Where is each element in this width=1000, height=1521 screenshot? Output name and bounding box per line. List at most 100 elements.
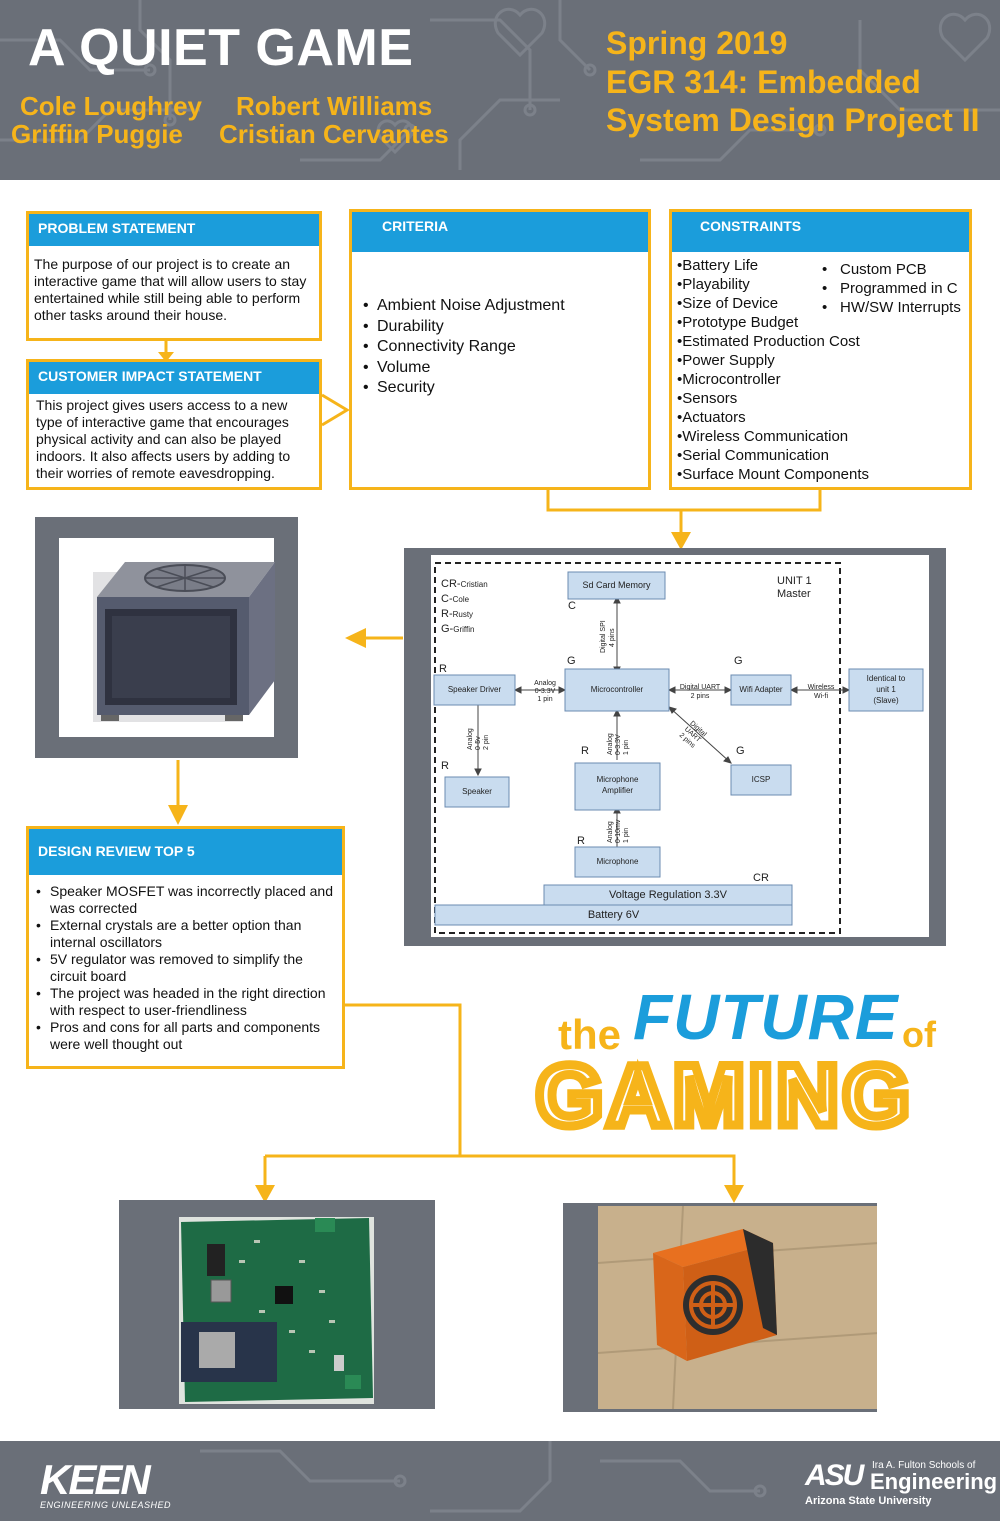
- problem-statement-heading: PROBLEM STATEMENT: [29, 214, 319, 246]
- owner-label: R: [581, 745, 589, 757]
- wifi-adapter-block: Wifi Adapter: [739, 685, 783, 694]
- pcb-photo: [179, 1217, 374, 1404]
- link-label: Analog 0-5v 2 pin: [467, 728, 490, 750]
- asu-engineering-line: Engineering: [870, 1469, 998, 1494]
- customer-impact-card: CUSTOMER IMPACT STATEMENT This project g…: [26, 359, 322, 490]
- pcb-photo-frame: [119, 1200, 435, 1409]
- owner-label: R: [577, 835, 585, 847]
- author-name: Cristian Cervantes: [219, 119, 449, 149]
- list-item: Speaker MOSFET was incorrectly placed an…: [36, 883, 346, 917]
- icsp-block: ICSP: [751, 775, 771, 784]
- list-item: •Estimated Production Cost: [677, 333, 860, 350]
- block-diagram-frame: CR-Cristian C-Cole R-Rusty G-Griffin UNI…: [404, 548, 946, 946]
- list-item: HW/SW Interrupts: [822, 298, 961, 317]
- asu-logo: ASU: [805, 1459, 864, 1492]
- gaming-word-outline: GAMING: [532, 1044, 915, 1149]
- speaker-block: Speaker: [462, 787, 492, 796]
- author-name: Cole Loughrey: [20, 91, 203, 121]
- keen-logo: KEEN: [40, 1456, 151, 1503]
- list-item: Volume: [363, 358, 565, 379]
- asu-university-line: Arizona State University: [805, 1495, 932, 1507]
- customer-impact-text: This project gives users access to a new…: [36, 397, 291, 481]
- circuit-pattern: [0, 0, 1000, 170]
- constraints-heading: CONSTRAINTS: [672, 212, 969, 252]
- design-review-list: Speaker MOSFET was incorrectly placed an…: [36, 883, 346, 1053]
- list-item: Custom PCB: [822, 260, 961, 279]
- owner-label: G: [734, 655, 743, 667]
- criteria-card: CRITERIA Ambient Noise Adjustment Durabi…: [349, 209, 651, 490]
- list-item: •Wireless Communication: [677, 428, 849, 445]
- course-line: EGR 314: Embedded: [606, 64, 921, 100]
- list-item: External crystals are a better option th…: [36, 917, 346, 951]
- list-item: Ambient Noise Adjustment: [363, 296, 565, 317]
- list-item: •Power Supply: [677, 352, 775, 369]
- list-item: Programmed in C: [822, 279, 961, 298]
- owner-label: G: [567, 655, 576, 667]
- list-item: •Actuators: [677, 409, 746, 426]
- cad-render-image: [59, 538, 275, 737]
- speaker-driver-block: Speaker Driver: [447, 685, 502, 694]
- constraints-card: CONSTRAINTS •Battery Life •Playability •…: [669, 209, 972, 490]
- owner-label: R: [441, 760, 449, 772]
- battery-block: Battery 6V: [587, 909, 640, 921]
- microcontroller-block: Microcontroller: [590, 685, 644, 694]
- list-item: •Size of Device: [677, 295, 779, 312]
- list-item: •Serial Communication: [677, 447, 829, 464]
- owner-label: G: [736, 745, 745, 757]
- list-item: 5V regulator was removed to simplify the…: [36, 951, 346, 985]
- asu-school-line: Ira A. Fulton Schools of: [872, 1460, 976, 1471]
- block-diagram: CR-Cristian C-Cole R-Rusty G-Griffin UNI…: [431, 555, 929, 937]
- course-line: Spring 2019: [606, 25, 788, 61]
- microphone-block: Microphone: [596, 857, 639, 866]
- future-of-word: of: [902, 1014, 936, 1055]
- owner-label: R: [439, 663, 447, 675]
- link-label: Analog 0-10mv 1 pin: [607, 819, 630, 843]
- owner-label: C: [568, 600, 576, 612]
- list-item: •Surface Mount Components: [677, 466, 870, 483]
- poster-title: A QUIET GAME: [28, 19, 414, 77]
- list-item: •Microcontroller: [677, 371, 781, 388]
- list-item: •Playability: [677, 276, 750, 293]
- list-item: Connectivity Range: [363, 337, 565, 358]
- constraints-list: •Battery Life •Playability •Size of Devi…: [677, 256, 869, 484]
- problem-statement-card: PROBLEM STATEMENT The purpose of our pro…: [26, 211, 322, 341]
- customer-impact-heading: CUSTOMER IMPACT STATEMENT: [29, 362, 319, 394]
- diagram-legend: CR-Cristian C-Cole R-Rusty G-Griffin: [441, 578, 488, 635]
- enclosure-photo: [597, 1205, 877, 1410]
- owner-label: CR: [753, 872, 769, 884]
- list-item: Durability: [363, 317, 565, 338]
- list-item: Pros and cons for all parts and componen…: [36, 1019, 346, 1053]
- circuit-pattern: [200, 1441, 767, 1513]
- design-review-card: DESIGN REVIEW TOP 5 Speaker MOSFET was i…: [26, 826, 345, 1069]
- list-item: •Prototype Budget: [677, 314, 799, 331]
- future-word: FUTURE: [633, 981, 899, 1053]
- course-line: System Design Project II: [606, 102, 980, 138]
- constraints-list-right: Custom PCB Programmed in C HW/SW Interru…: [822, 260, 961, 317]
- link-label: Analog 0-3.3V 1 pin: [607, 733, 630, 755]
- keen-tagline: ENGINEERING UNLEASHED: [40, 1500, 172, 1510]
- header-banner: A QUIET GAME Cole Loughrey Robert Willia…: [0, 0, 1000, 180]
- future-the-word: the: [558, 1011, 621, 1058]
- criteria-heading: CRITERIA: [352, 212, 648, 252]
- list-item: Security: [363, 378, 565, 399]
- criteria-list: Ambient Noise Adjustment Durability Conn…: [363, 296, 565, 399]
- cad-render-frame: [35, 517, 298, 758]
- design-review-heading: DESIGN REVIEW TOP 5: [29, 829, 342, 875]
- diagram-lines: [433, 562, 924, 934]
- list-item: •Sensors: [677, 390, 738, 407]
- footer-banner: [0, 1441, 1000, 1521]
- enclosure-photo-frame: [563, 1203, 877, 1412]
- author-name: Griffin Puggie: [11, 119, 183, 149]
- voltage-regulation-block: Voltage Regulation 3.3V: [608, 889, 728, 901]
- problem-statement-text: The purpose of our project is to create …: [34, 256, 307, 323]
- list-item: The project was headed in the right dire…: [36, 985, 346, 1019]
- author-name: Robert Williams: [236, 91, 433, 121]
- list-item: •Battery Life: [677, 257, 759, 274]
